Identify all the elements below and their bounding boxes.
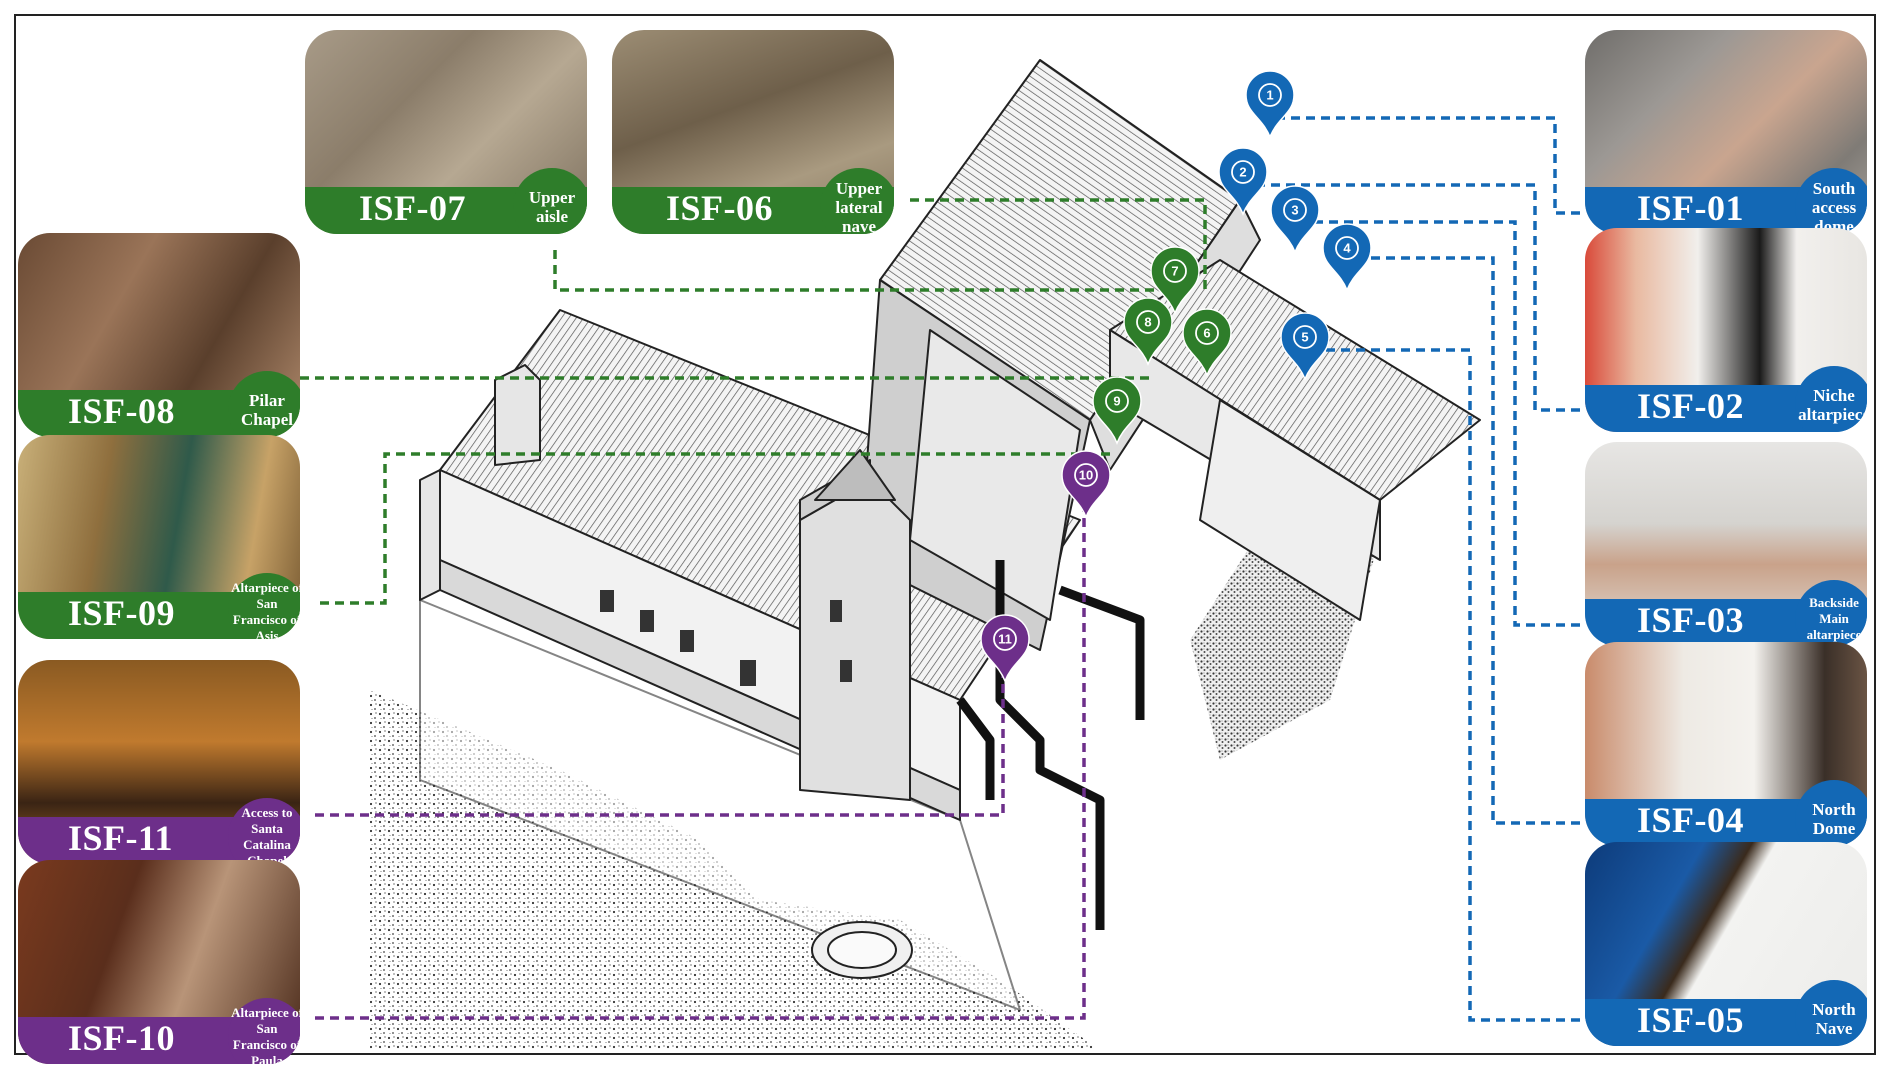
pin-ring [1258, 83, 1282, 107]
location-pin-9[interactable]: 9 [1092, 376, 1142, 446]
card-code: ISF-09 [68, 593, 176, 633]
pin-marker-icon [1061, 450, 1111, 520]
pin-number: 11 [998, 632, 1012, 647]
pin-number: 6 [1203, 326, 1210, 341]
pin-number: 4 [1343, 241, 1351, 256]
card-isf-03[interactable]: ISF-03 Backside Main altarpiece [1585, 442, 1867, 646]
pin-number: 9 [1113, 394, 1120, 409]
card-code: ISF-03 [1637, 600, 1745, 640]
card-location-label: Access to Santa Catalina Chapel [228, 798, 300, 864]
location-pin-4[interactable]: 4 [1322, 223, 1372, 293]
location-pin-6[interactable]: 6 [1182, 308, 1232, 378]
card-code: ISF-10 [68, 1018, 176, 1058]
card-isf-11[interactable]: ISF-11 Access to Santa Catalina Chapel [18, 660, 300, 864]
location-pin-7[interactable]: 7 [1150, 246, 1200, 316]
card-isf-10[interactable]: ISF-10 Altarpiece of San Francisco of Pa… [18, 860, 300, 1064]
pin-ring [1283, 198, 1307, 222]
pin-number: 10 [1079, 468, 1093, 483]
card-code: ISF-08 [68, 391, 176, 431]
location-pin-5[interactable]: 5 [1280, 312, 1330, 382]
pin-ring [1105, 389, 1129, 413]
pin-marker-icon [1245, 70, 1295, 140]
pin-marker-icon [1280, 312, 1330, 382]
location-pin-3[interactable]: 3 [1270, 185, 1320, 255]
card-code: ISF-11 [68, 818, 174, 858]
card-code: ISF-04 [1637, 800, 1745, 840]
card-code: ISF-01 [1637, 188, 1745, 228]
card-isf-07[interactable]: ISF-07 Upper aisle [305, 30, 587, 234]
card-code: ISF-05 [1637, 1000, 1745, 1040]
card-location-label: Pilar Chapel [228, 371, 300, 437]
card-location-label: North Dome [1795, 780, 1867, 846]
pin-number: 5 [1301, 330, 1308, 345]
card-location-label: North Nave [1795, 980, 1867, 1046]
location-pins: 1 2 3 4 5 6 7 8 9 10 11 [980, 70, 1372, 684]
pin-marker-icon [1218, 147, 1268, 217]
pin-number: 8 [1144, 315, 1151, 330]
card-isf-05[interactable]: ISF-05 North Nave [1585, 842, 1867, 1046]
card-location-label: Altarpiece of San Francisco of Asis [228, 573, 300, 639]
pin-marker-icon [1322, 223, 1372, 293]
pin-ring [1293, 325, 1317, 349]
connector-lines [300, 116, 1580, 1022]
card-location-label: Upper aisle [513, 168, 587, 234]
location-pin-11[interactable]: 11 [980, 614, 1030, 684]
pin-number: 3 [1291, 203, 1298, 218]
pin-ring [1163, 259, 1187, 283]
pin-ring [1136, 310, 1160, 334]
pin-marker-icon [1092, 376, 1142, 446]
pin-number: 1 [1266, 88, 1273, 103]
card-location-label: South access dome [1795, 168, 1867, 234]
pin-marker-icon [980, 614, 1030, 684]
card-isf-02[interactable]: ISF-02 Niche altarpiece [1585, 228, 1867, 432]
card-isf-06[interactable]: ISF-06 Upper lateral nave [612, 30, 894, 234]
card-code: ISF-07 [359, 188, 467, 228]
location-pin-1[interactable]: 1 [1245, 70, 1295, 140]
location-pin-2[interactable]: 2 [1218, 147, 1268, 217]
pin-ring [1335, 236, 1359, 260]
card-location-label: Altarpiece of San Francisco of Paula [228, 998, 300, 1064]
card-isf-09[interactable]: ISF-09 Altarpiece of San Francisco of As… [18, 435, 300, 639]
pin-ring [1074, 463, 1098, 487]
card-isf-04[interactable]: ISF-04 North Dome [1585, 642, 1867, 846]
pin-marker-icon [1123, 297, 1173, 367]
location-pin-8[interactable]: 8 [1123, 297, 1173, 367]
pin-marker-icon [1182, 308, 1232, 378]
location-pin-10[interactable]: 10 [1061, 450, 1111, 520]
pin-number: 2 [1239, 165, 1246, 180]
pin-number: 7 [1171, 264, 1178, 279]
pin-ring [1231, 160, 1255, 184]
card-location-label: Niche altarpiece [1795, 366, 1867, 432]
card-isf-01[interactable]: ISF-01 South access dome [1585, 30, 1867, 234]
figure-frame [14, 14, 1876, 1055]
pin-marker-icon [1270, 185, 1320, 255]
card-location-label: Backside Main altarpiece [1795, 580, 1867, 646]
card-location-label: Upper lateral nave [820, 168, 894, 234]
card-code: ISF-02 [1637, 386, 1745, 426]
pin-marker-icon [1150, 246, 1200, 316]
card-code: ISF-06 [666, 188, 774, 228]
pin-ring [993, 627, 1017, 651]
pin-ring [1195, 321, 1219, 345]
card-isf-08[interactable]: ISF-08 Pilar Chapel [18, 233, 300, 437]
